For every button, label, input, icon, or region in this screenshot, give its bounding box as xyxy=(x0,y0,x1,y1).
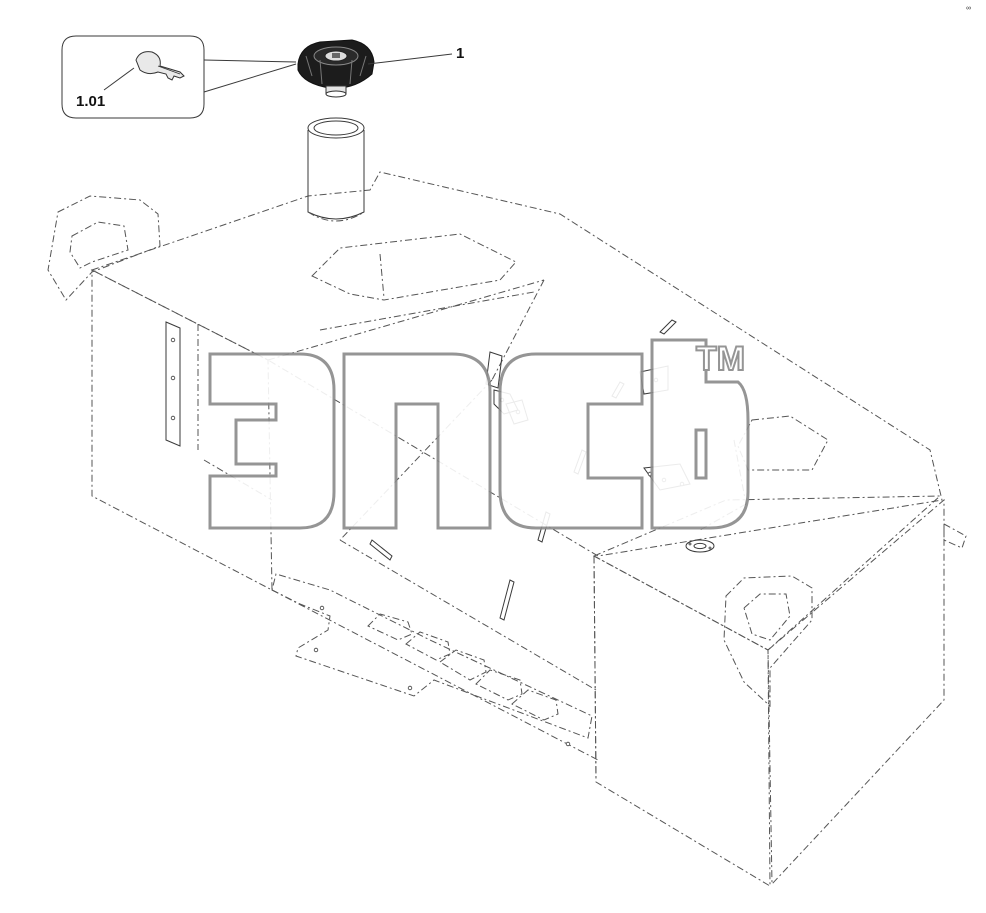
top-recess-right xyxy=(737,415,829,471)
tank-top-right xyxy=(592,495,942,651)
key-icon xyxy=(135,51,185,81)
key-leader-line xyxy=(103,67,135,91)
tank-left-front-face xyxy=(91,269,273,591)
key-callout-box xyxy=(61,35,297,119)
tank-top-left xyxy=(90,171,943,557)
sender-port xyxy=(685,539,715,553)
tank-right-side-face xyxy=(767,498,945,886)
filler-neck xyxy=(307,117,365,222)
watermark-tm: TM xyxy=(696,340,745,378)
cap-leader-line xyxy=(367,53,453,65)
key-part-number: 1.01 xyxy=(76,93,105,110)
filler-cap-icon xyxy=(297,39,375,98)
fuel-tank xyxy=(47,171,967,887)
watermark: TM xyxy=(208,338,750,530)
top-recess-left xyxy=(311,233,517,301)
bottom-step-plate xyxy=(271,573,593,747)
corner-mark: ∞ xyxy=(966,5,971,12)
right-lifting-handle xyxy=(723,575,813,708)
right-tab xyxy=(943,523,967,549)
left-lifting-handle xyxy=(47,195,161,301)
tank-right-front-face xyxy=(593,555,771,887)
left-bracket-strip xyxy=(165,321,181,447)
cap-part-number: 1 xyxy=(456,45,464,62)
